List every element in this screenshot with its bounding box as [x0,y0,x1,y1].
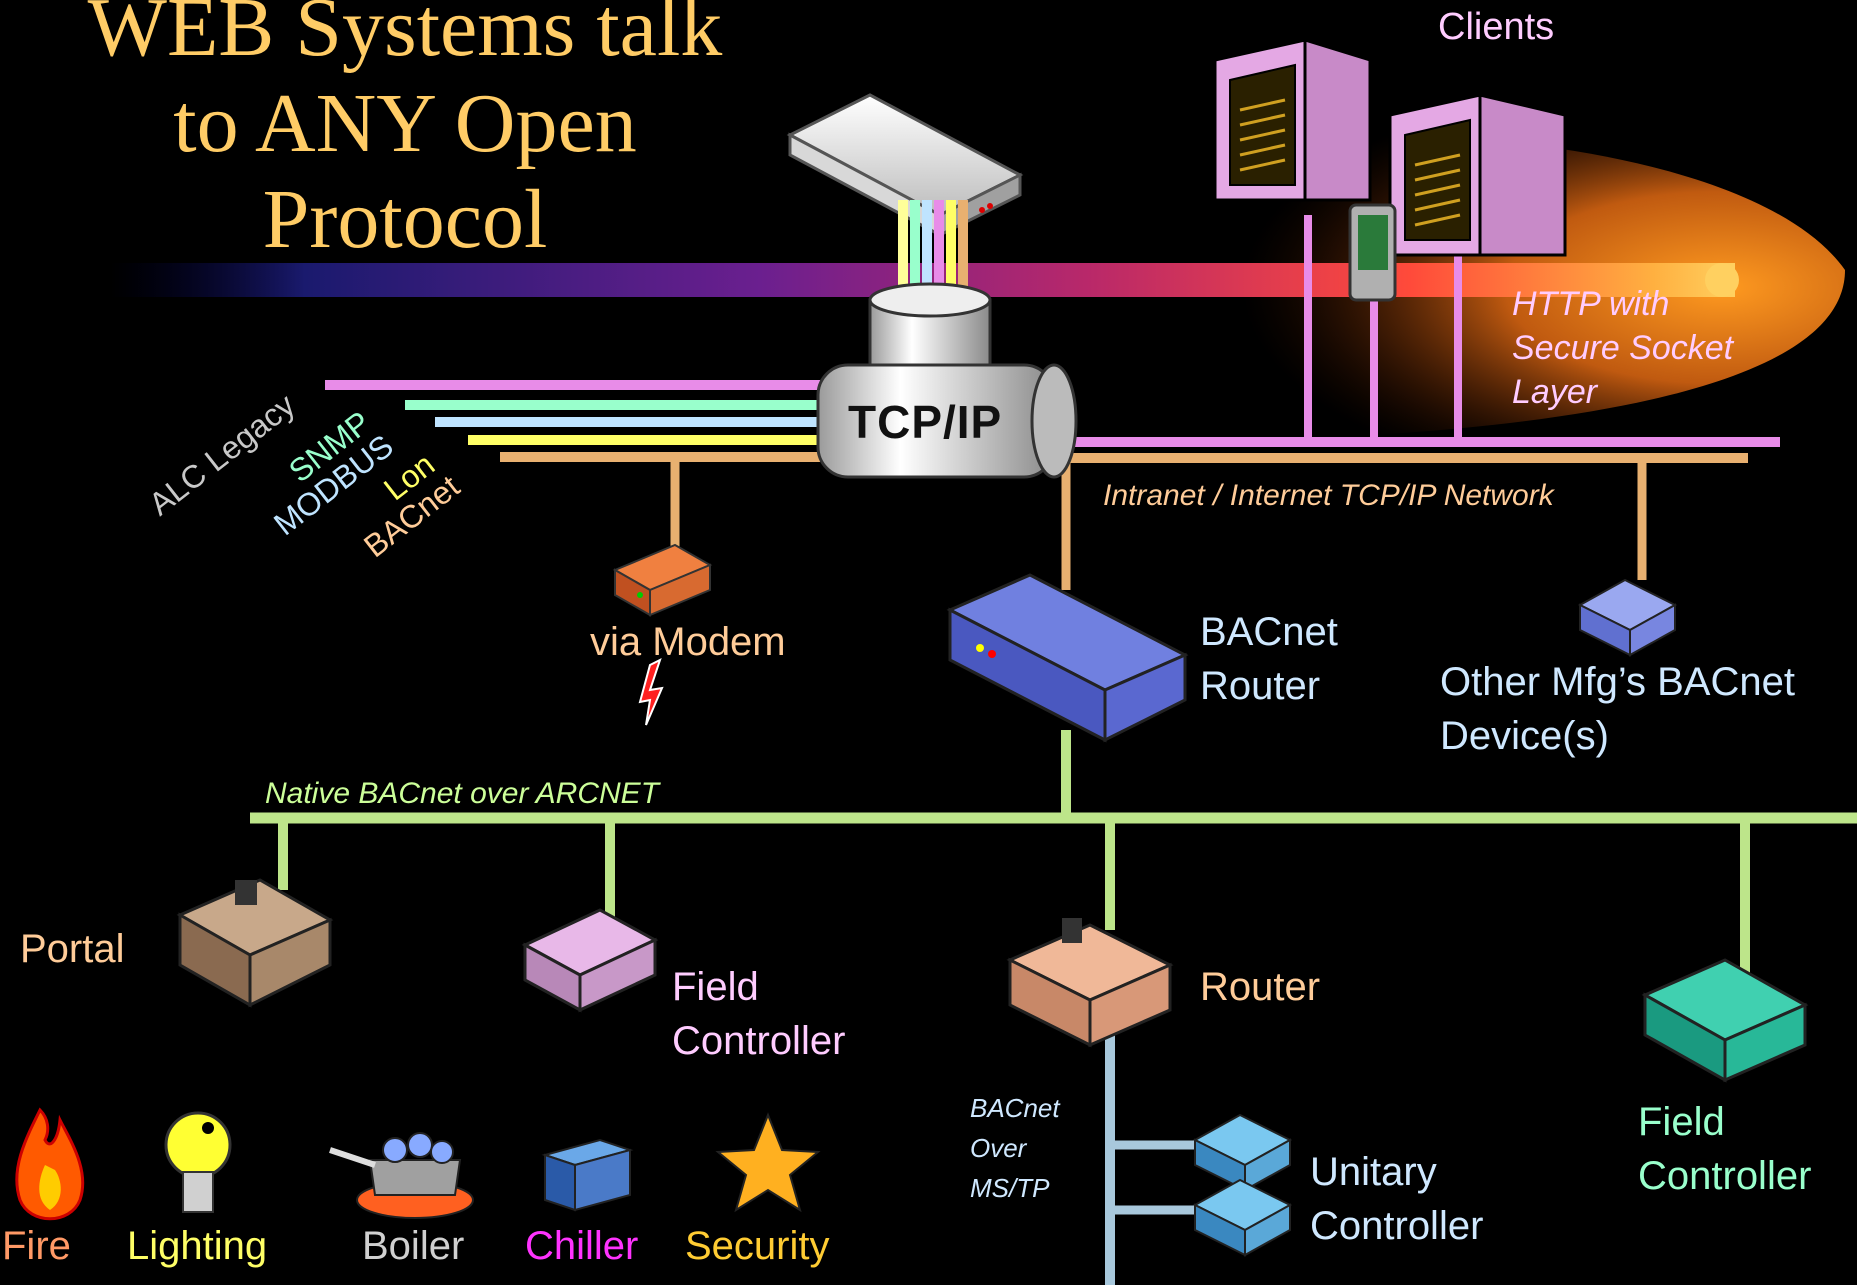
other-mfg-label: Other Mfg’s BACnet Device(s) [1440,655,1795,763]
mstp-line: MS/TP [970,1173,1050,1203]
field-controller-2-line: Field [1638,1100,1725,1144]
mstp-line: Over [970,1133,1027,1163]
via-modem-label: via Modem [590,620,786,664]
unitary-controller-line: Unitary [1310,1150,1437,1194]
field-controller-1-line: Controller [672,1019,846,1063]
title-line: WEB Systems talk [87,0,723,74]
modem-icon [612,543,713,617]
title-line: Protocol [262,173,548,266]
boiler-icon [329,1132,474,1219]
http-ssl-line: Secure Socket [1512,329,1734,367]
bacnet-router-label: BACnet Router [1200,605,1338,713]
http-ssl-line: Layer [1512,373,1598,411]
system-label-boiler: Boiler [362,1224,465,1268]
security-star-icon [715,1112,821,1213]
client-monitor-icon [1213,37,1372,202]
unitary-controller-line: Controller [1310,1204,1484,1248]
lightning-icon [638,658,664,726]
pda-icon [1348,203,1397,302]
system-label-fire: Fire [2,1224,71,1268]
unitary-controller-label: Unitary Controller [1310,1145,1483,1253]
router-icon [1006,918,1174,1048]
portal-icon [176,878,334,1008]
client-monitor-icon [1388,93,1567,257]
clients-label: Clients [1438,6,1555,48]
server-icon [786,93,1024,320]
intranet-label: Intranet / Internet TCP/IP Network [1103,479,1554,512]
portal-label: Portal [20,927,125,971]
tcpip-label: TCP/IP [848,396,1003,448]
page-title: WEB Systems talk to ANY Open Protocol [55,0,755,268]
arcnet-bus [250,730,1857,990]
bacnet-router-line: Router [1200,664,1321,708]
http-ssl-line: HTTP with [1512,285,1670,323]
tcpip-cylinder [816,282,1078,479]
field-controller-1-label: Field Controller [672,960,845,1068]
field-controller-icon [521,908,659,1013]
lightbulb-icon [164,1111,232,1213]
system-label-chiller: Chiller [525,1224,639,1268]
unitary-controller-icon [1192,1178,1293,1257]
mstp-label: BACnet Over MS/TP [970,1088,1060,1208]
fire-icon [15,1107,85,1221]
field-controller-2-line: Controller [1638,1154,1812,1198]
field-controller-2-label: Field Controller [1638,1095,1811,1203]
unitary-controller-icon [1192,1113,1293,1192]
other-mfg-device-icon [1577,578,1678,657]
arcnet-label: Native BACnet over ARCNET [265,777,660,810]
tcpip-network-lines [670,215,1780,590]
field-controller-icon [1641,958,1809,1083]
bacnet-router-line: BACnet [1200,610,1338,654]
title-line: to ANY Open [173,77,637,170]
http-ssl-label: HTTP with Secure Socket Layer [1512,282,1733,414]
mstp-bus [1105,1035,1210,1285]
protocol-lines [325,380,820,462]
system-label-lighting: Lighting [127,1224,268,1268]
mstp-line: BACnet [970,1093,1060,1123]
other-mfg-line: Other Mfg’s BACnet [1440,660,1795,704]
router-label: Router [1200,965,1321,1009]
system-label-security: Security [685,1224,830,1268]
other-mfg-line: Device(s) [1440,714,1609,758]
bacnet-router-icon [946,573,1189,743]
chiller-icon [541,1138,634,1212]
field-controller-1-line: Field [672,965,759,1009]
